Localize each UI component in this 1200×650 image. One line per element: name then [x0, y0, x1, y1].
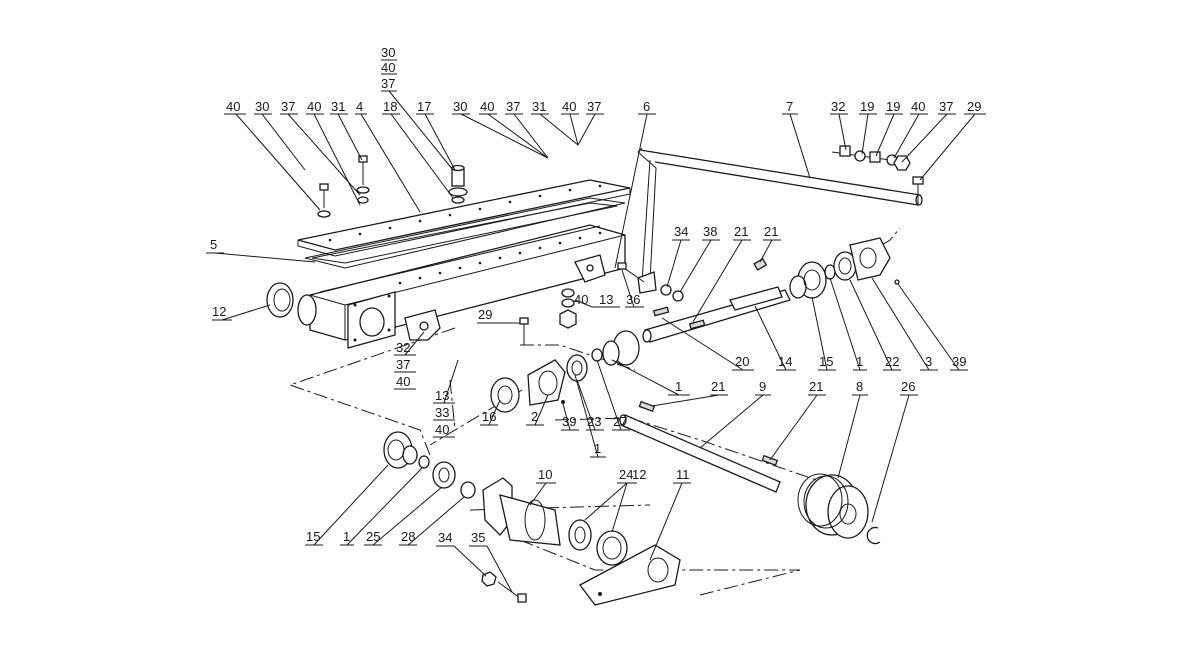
callout: 10 [538, 467, 552, 482]
callout: 40 [574, 292, 588, 307]
callout: 4 [356, 99, 363, 114]
gasket [304, 197, 626, 269]
cover-bolts [317, 155, 468, 218]
callout: 7 [786, 99, 793, 114]
callout: 12 [632, 467, 646, 482]
callout: 18 [383, 99, 397, 114]
callout: 24 [619, 467, 633, 482]
callout-labels: 30 40 37 40 30 37 40 31 4 18 17 30 40 37… [210, 45, 981, 545]
callout: 8 [856, 379, 863, 394]
callout: 6 [643, 99, 650, 114]
callout: 37 [396, 357, 410, 372]
callout: 1 [675, 379, 682, 394]
rod-fasteners [831, 145, 924, 205]
callout: 34 [674, 224, 688, 239]
callout: 16 [482, 409, 496, 424]
callout: 19 [860, 99, 874, 114]
callout: 37 [281, 99, 295, 114]
callout: 20 [735, 354, 749, 369]
callout: 34 [438, 530, 452, 545]
callout: 39 [562, 414, 576, 429]
callout: 29 [478, 307, 492, 322]
callout: 38 [703, 224, 717, 239]
callout: 37 [587, 99, 601, 114]
callout: 30 [453, 99, 467, 114]
callout: 13 [599, 292, 613, 307]
callout: 21 [711, 379, 725, 394]
callout: 33 [435, 405, 449, 420]
callout: 5 [210, 237, 217, 252]
callout: 39 [952, 354, 966, 369]
cover-plate [297, 179, 631, 257]
housing [297, 224, 626, 349]
callout: 28 [401, 529, 415, 544]
callout: 32 [396, 340, 410, 355]
callout: 40 [562, 99, 576, 114]
callout: 40 [381, 60, 395, 75]
callout: 35 [471, 530, 485, 545]
callout: 15 [306, 529, 320, 544]
callout: 40 [396, 374, 410, 389]
callout: 29 [967, 99, 981, 114]
lower-left-gears [383, 431, 681, 606]
callout: 21 [734, 224, 748, 239]
callout: 1 [856, 354, 863, 369]
callout: 31 [331, 99, 345, 114]
callout: 30 [255, 99, 269, 114]
callout: 17 [417, 99, 431, 114]
seal-ring-left [266, 282, 294, 318]
callout: 21 [764, 224, 778, 239]
lower-shaft-assembly [619, 400, 881, 545]
callout: 37 [939, 99, 953, 114]
callout: 23 [587, 414, 601, 429]
callout: 15 [819, 354, 833, 369]
leader-lines [206, 59, 986, 593]
callout: 40 [435, 422, 449, 437]
callout: 11 [676, 467, 690, 482]
callout: 32 [831, 99, 845, 114]
callout: 36 [626, 292, 640, 307]
upper-shaft-assembly [642, 237, 900, 343]
callout: 25 [366, 529, 380, 544]
callout: 37 [506, 99, 520, 114]
callout: 2 [531, 409, 538, 424]
callout: 37 [381, 76, 395, 91]
callout: 9 [759, 379, 766, 394]
callout: 19 [886, 99, 900, 114]
callout: 14 [778, 354, 792, 369]
callout: 22 [885, 354, 899, 369]
callout: 1 [343, 529, 350, 544]
callout: 27 [613, 414, 627, 429]
callout: 13 [435, 388, 449, 403]
callout: 40 [911, 99, 925, 114]
callout: 40 [307, 99, 321, 114]
callout: 3 [925, 354, 932, 369]
callout: 31 [532, 99, 546, 114]
callout: 40 [480, 99, 494, 114]
callout: 40 [226, 99, 240, 114]
callout: 30 [381, 45, 395, 60]
callout: 12 [212, 304, 226, 319]
center-gear-cluster [490, 288, 640, 413]
callout: 26 [901, 379, 915, 394]
callout: 1 [594, 441, 601, 456]
callout: 21 [809, 379, 823, 394]
